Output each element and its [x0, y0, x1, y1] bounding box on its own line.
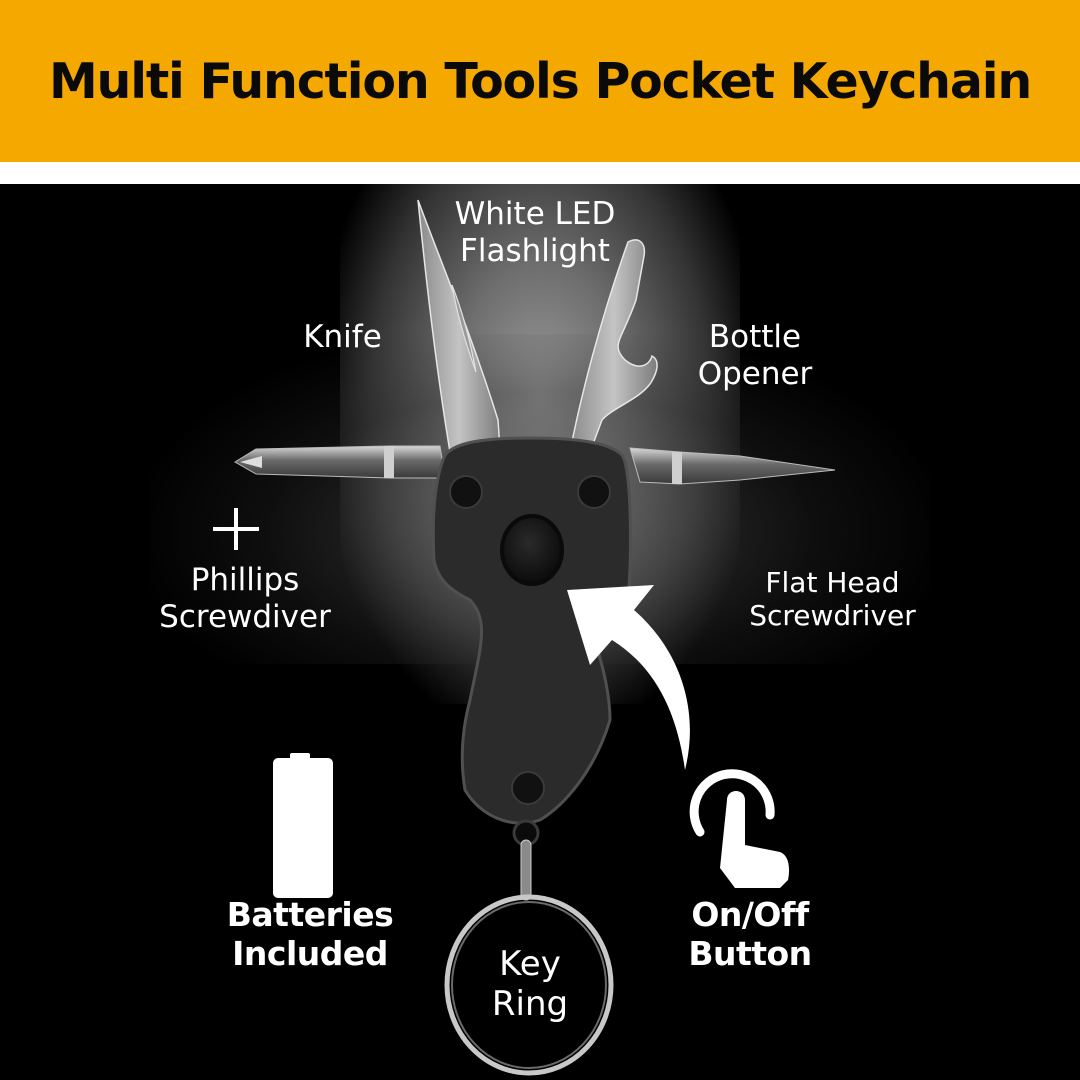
label-line: Opener [697, 355, 813, 392]
label-line: Ring [491, 984, 569, 1025]
pointer-arrow-icon [567, 585, 690, 770]
label-line: Flat Head [765, 566, 900, 599]
key-ring [444, 839, 614, 1076]
label-line: Button [688, 933, 812, 973]
battery-icon [273, 753, 333, 898]
label-line: Key [499, 944, 561, 984]
label-phillips-screwdriver: Phillips Screwdiver [140, 562, 350, 635]
product-image: White LED Flashlight Knife Bottle Opener… [0, 184, 1080, 1080]
finger-tap-icon [689, 769, 790, 888]
label-line: Phillips [190, 562, 300, 598]
flat-head-screwdriver-bit [629, 447, 836, 485]
screw-top-left [449, 475, 483, 509]
label-key-ring: Key Ring [475, 944, 585, 1024]
label-line: Batteries [226, 895, 394, 934]
label-white-led-flashlight: White LED Flashlight [440, 196, 630, 269]
divider [0, 162, 1080, 184]
knife-blade [417, 199, 501, 453]
keychain-tool-illustration [213, 199, 836, 1076]
label-line: Bottle [708, 319, 802, 355]
screw-bottom [511, 771, 545, 805]
label-batteries-included: Batteries Included [210, 895, 410, 974]
title-banner: Multi Function Tools Pocket Keychain [0, 0, 1080, 162]
page-title: Multi Function Tools Pocket Keychain [48, 52, 1032, 110]
label-line: Screwdiver [159, 598, 331, 635]
label-line: Knife [303, 319, 382, 355]
bottle-opener-blade [569, 239, 658, 453]
tool-handle [431, 436, 632, 847]
phillips-screwdriver-bit [234, 445, 446, 479]
label-line: On/Off [691, 895, 809, 934]
label-line: Flashlight [460, 232, 610, 269]
label-knife: Knife [285, 319, 400, 356]
on-off-button [500, 514, 564, 586]
label-line: White LED [454, 196, 616, 232]
label-on-off-button: On/Off Button [665, 895, 835, 974]
label-line: Screwdriver [749, 599, 916, 633]
label-bottle-opener: Bottle Opener [690, 319, 820, 392]
label-flat-head-screwdriver: Flat Head Screwdriver [720, 566, 945, 632]
plus-icon [213, 508, 259, 550]
label-line: Included [232, 933, 388, 973]
screw-top-right [577, 475, 611, 509]
